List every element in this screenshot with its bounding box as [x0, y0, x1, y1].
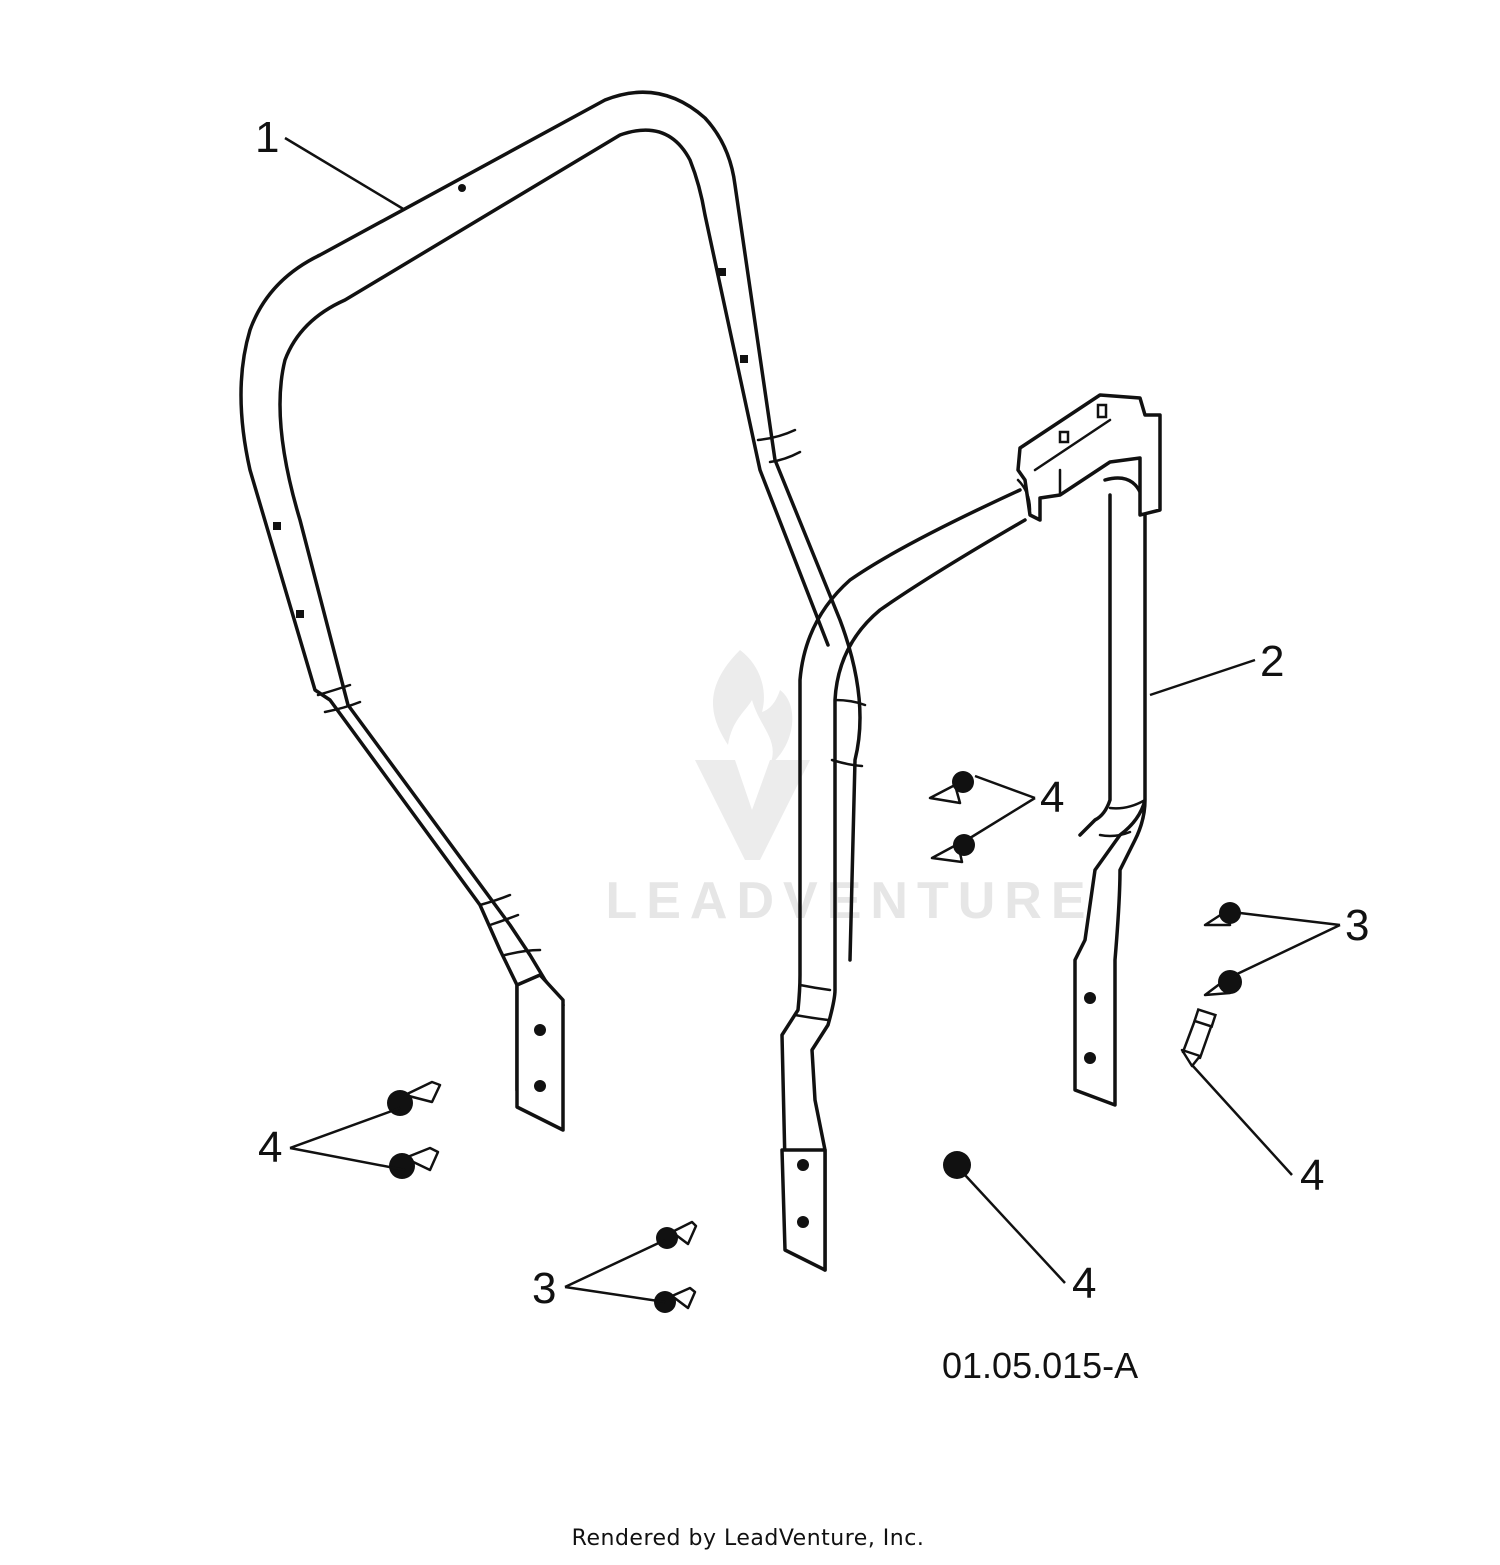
callout-4-center: 4 — [1040, 773, 1064, 822]
nut-center-bottom — [943, 1151, 971, 1179]
nut-center-1 — [928, 771, 974, 805]
leader-lines — [284, 136, 1341, 1304]
watermark-flame-icon — [713, 650, 793, 765]
callout-1: 1 — [255, 113, 279, 162]
callout-3-bottom: 3 — [532, 1264, 556, 1313]
figure-id: 01.05.015-A — [942, 1345, 1138, 1386]
bolt-right-1 — [1203, 902, 1241, 927]
bolt-right-vertical — [1180, 1007, 1217, 1068]
nut-center-2 — [930, 834, 975, 864]
callout-3-right: 3 — [1345, 901, 1369, 950]
footer-credit: Rendered by LeadVenture, Inc. — [572, 1526, 925, 1551]
watermark-text: LEADVENTURE — [605, 872, 1094, 930]
watermark-v-icon — [695, 760, 810, 860]
callout-4-right: 4 — [1300, 1151, 1324, 1200]
roll-bar-upper — [239, 90, 867, 1132]
roll-bar-lower — [780, 393, 1162, 1272]
callouts: 1 2 4 3 4 3 4 4 — [255, 113, 1369, 1313]
bolt-bottom-1 — [656, 1220, 698, 1249]
nut-left-2 — [389, 1146, 440, 1179]
bolt-right-2 — [1203, 970, 1242, 997]
watermark: LEADVENTURE — [605, 650, 1094, 930]
callout-4-bottom: 4 — [1072, 1259, 1096, 1308]
callout-4-left: 4 — [258, 1123, 282, 1172]
callout-2: 2 — [1260, 637, 1284, 686]
hardware — [387, 771, 1242, 1313]
